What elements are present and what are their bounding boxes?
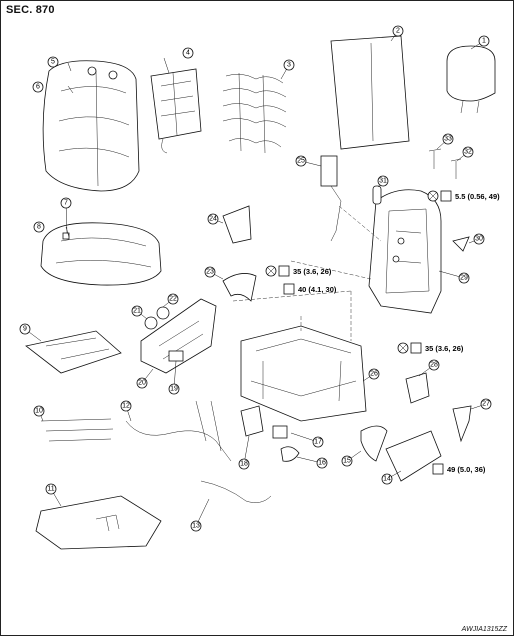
callout-31: 31 <box>379 178 387 185</box>
callout-25: 25 <box>297 158 305 165</box>
bracket-shape <box>452 405 472 443</box>
callout-26: 26 <box>370 371 378 378</box>
torque-callouts <box>265 190 452 475</box>
callout-10: 10 <box>35 408 43 415</box>
harness-shape <box>40 400 232 462</box>
callout-5: 5 <box>51 59 55 66</box>
seat-frame-shape <box>232 205 382 422</box>
seatback-frame-shape <box>368 189 442 314</box>
side-parts-shape <box>140 205 257 374</box>
callout-22: 22 <box>169 296 177 303</box>
callout-3: 3 <box>287 62 291 69</box>
switch-assembly-shape <box>240 405 300 462</box>
callout-16: 16 <box>318 460 326 467</box>
lever-cover-shape <box>452 236 470 252</box>
inner-shield-shape <box>360 425 388 462</box>
callout-27: 27 <box>482 401 490 408</box>
seat-pad-shape <box>25 330 122 374</box>
seatback-pad-shape <box>150 68 202 154</box>
callout-19: 19 <box>170 386 178 393</box>
callout-11: 11 <box>47 486 54 493</box>
callout-17: 17 <box>314 439 322 446</box>
callout-29: 29 <box>460 275 468 282</box>
recliner-cover-shape <box>405 372 430 404</box>
callout-33: 33 <box>444 136 452 143</box>
section-label: SEC. 870 <box>6 4 55 16</box>
callout-1: 1 <box>482 38 486 45</box>
callout-30: 30 <box>475 236 483 243</box>
seatback-spring-shape <box>222 72 287 154</box>
callout-2: 2 <box>396 28 400 35</box>
guide-bolts-shape <box>428 148 462 179</box>
callout-24: 24 <box>209 216 217 223</box>
callout-14: 14 <box>383 476 391 483</box>
seat-cushion-trim-shape <box>40 222 162 286</box>
lower-harness-shape <box>200 480 272 503</box>
torque-label-c: 40 (4.1, 30) <box>298 285 337 294</box>
callout-18: 18 <box>240 461 248 468</box>
seat-bottom-pad-shape <box>35 495 162 550</box>
callout-4: 4 <box>186 50 190 57</box>
figure-code: AWJIA1315ZZ <box>461 626 507 633</box>
callout-6: 6 <box>36 84 40 91</box>
part-callouts: 1 2 3 4 5 6 7 8 9 10 11 12 13 14 15 16 1… <box>19 25 492 532</box>
callout-32: 32 <box>464 149 472 156</box>
headrest-shape <box>446 45 496 114</box>
torque-label-e: 49 (5.0, 36) <box>447 465 486 474</box>
callout-7: 7 <box>64 200 68 207</box>
outer-shield-shape <box>385 430 442 482</box>
seatback-board-shape <box>330 35 410 150</box>
torque-label-b: 35 (3.6, 26) <box>293 267 332 276</box>
callout-20: 20 <box>138 380 146 387</box>
callout-8: 8 <box>37 224 41 231</box>
torque-label-a: 5.5 (0.56, 49) <box>455 192 500 201</box>
torque-label-d: 35 (3.6, 26) <box>425 344 464 353</box>
callout-12: 12 <box>122 403 130 410</box>
callout-28: 28 <box>430 362 438 369</box>
seatback-trim-shape <box>42 60 140 192</box>
callout-15: 15 <box>343 458 351 465</box>
callout-23: 23 <box>206 269 214 276</box>
torque-labels: 5.5 (0.56, 49) 35 (3.6, 26) 40 (4.1, 30)… <box>293 192 500 474</box>
lumbar-assembly-shape <box>320 155 382 242</box>
callout-9: 9 <box>23 326 27 333</box>
callout-21: 21 <box>133 308 141 315</box>
callout-13: 13 <box>192 523 200 530</box>
